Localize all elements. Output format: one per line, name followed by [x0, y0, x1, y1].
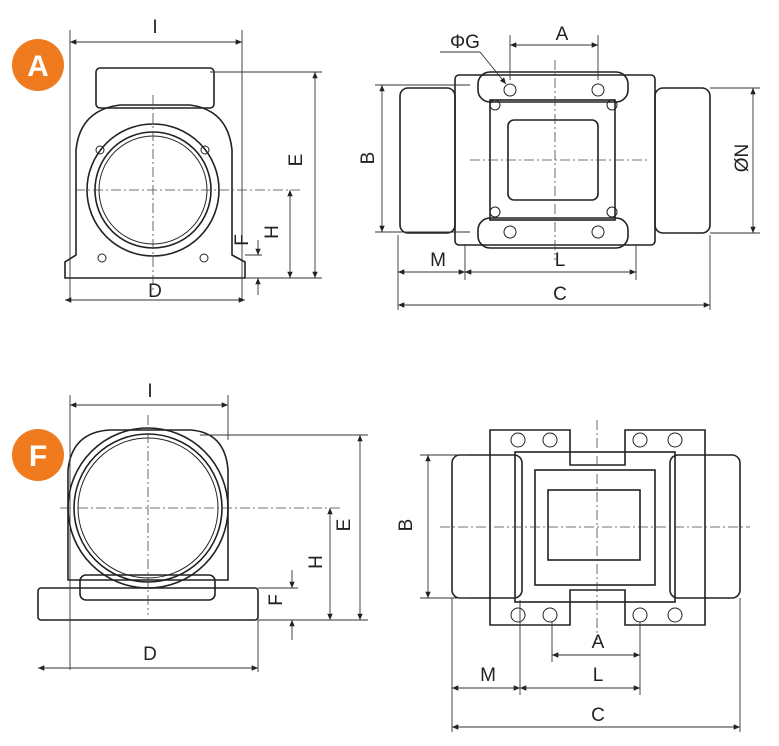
dim-c-label-f: C	[591, 705, 605, 726]
dim-g-label: ΦG	[450, 32, 480, 53]
dim-m-label-f: M	[480, 665, 496, 686]
dim-b-label: B	[358, 152, 379, 165]
dim-h-label-f: H	[306, 555, 327, 569]
dim-d-label-f: D	[143, 644, 157, 665]
dim-a-label-f: A	[592, 632, 605, 653]
dim-d-label: D	[148, 281, 162, 302]
dim-m-label: M	[430, 250, 446, 271]
dim-a-label: A	[556, 24, 569, 45]
dim-e-label: E	[286, 154, 307, 167]
dim-e-label-f: E	[334, 519, 355, 532]
model-f-badge	[12, 429, 64, 481]
model-a-badge-label: A	[27, 50, 49, 83]
model-a-top-view: A ΦG B ØN M L C	[358, 24, 760, 310]
dim-i-label-f: I	[147, 381, 152, 402]
model-a-badge	[12, 39, 64, 91]
dim-l-label-f: L	[593, 665, 604, 686]
dim-c-label: C	[553, 284, 567, 305]
dim-f-label-f: F	[266, 594, 287, 606]
dim-l-label: L	[555, 250, 566, 271]
dim-b-label-f: B	[396, 519, 417, 532]
dim-n-label: ØN	[732, 144, 753, 173]
dim-h-label: H	[262, 225, 283, 239]
dim-i-label: I	[152, 17, 157, 38]
dim-f-label: F	[232, 234, 253, 246]
model-f-side-view: F I E H F D	[12, 381, 368, 672]
model-f-top-view: B A M L C	[396, 420, 750, 732]
model-f-badge-label: F	[29, 440, 47, 473]
model-a-side-view: A I E H F D	[12, 17, 322, 303]
